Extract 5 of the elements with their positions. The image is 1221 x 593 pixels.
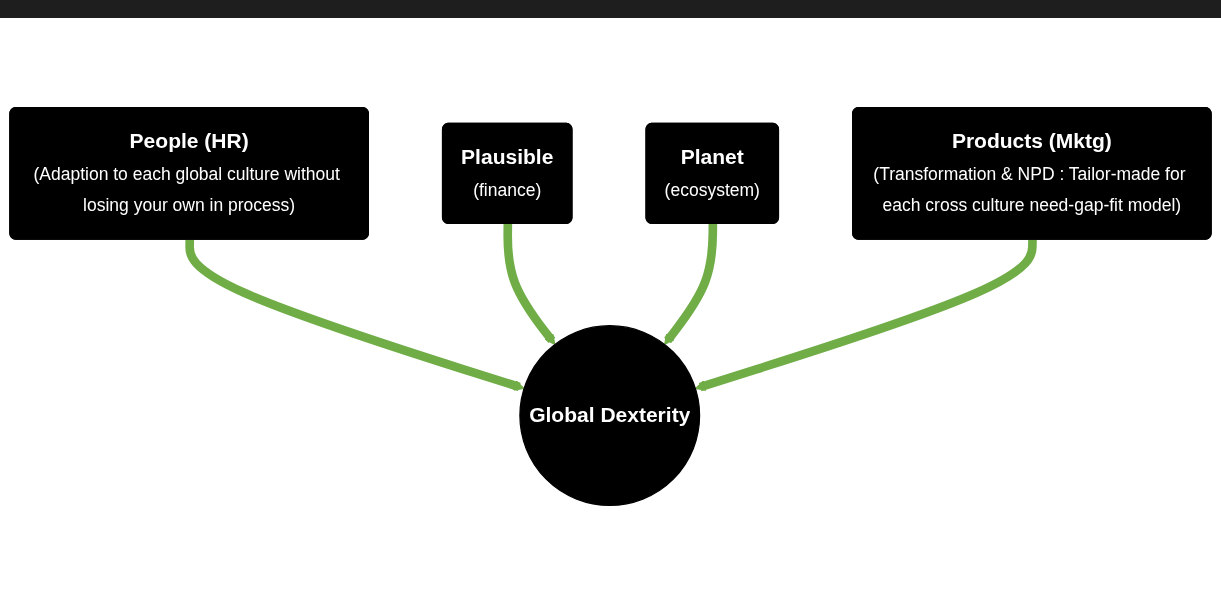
arrow: [664, 224, 718, 345]
arrow: [503, 224, 556, 345]
arrow: [694, 239, 1037, 392]
arrow: [185, 239, 525, 392]
node-circle: Global Dexterity: [519, 325, 701, 507]
